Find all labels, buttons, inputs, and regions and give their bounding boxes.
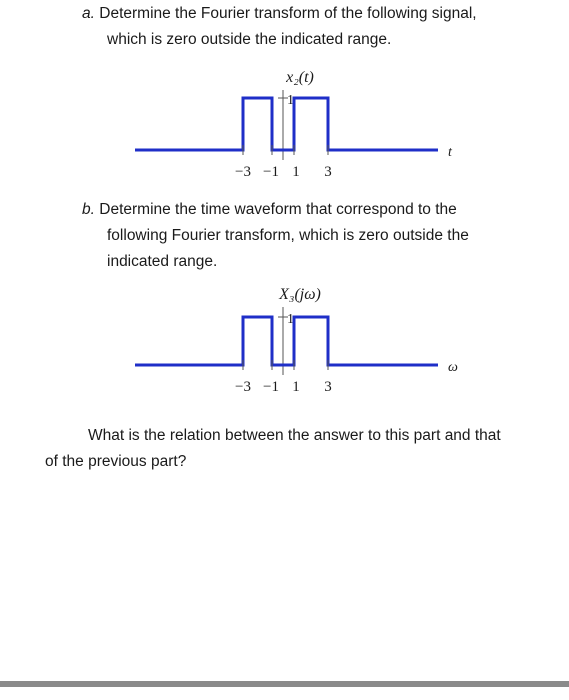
question-text-2: of the previous part? <box>45 453 187 470</box>
part-b-label: b. <box>82 201 95 218</box>
spectrum-plot-x3-svg: X₃(jω) 1 −3 −1 1 3 ω <box>135 286 458 395</box>
plot-x3-ticklabel-3: 3 <box>324 379 332 395</box>
part-a-text-2: which is zero outside the indicated rang… <box>107 31 392 48</box>
plot-x2-waveform <box>135 96 438 152</box>
plot-x2-ticklabel-neg3: −3 <box>235 164 251 180</box>
plot-x3-ticklabel-neg3: −3 <box>235 379 251 395</box>
plot-x2-title: x₂(t) <box>285 69 314 86</box>
plot-x3-title: X₃(jω) <box>278 286 321 303</box>
plot-x2-axis-var: t <box>448 145 453 160</box>
plot-x3-waveform <box>135 315 438 367</box>
part-b-line-1: b. Determine the time waveform that corr… <box>82 200 457 220</box>
bottom-divider <box>0 681 569 687</box>
plot-x3-ticklabel-1: 1 <box>292 379 300 395</box>
question-text-1: What is the relation between the answer … <box>88 427 501 444</box>
part-a-text-1: Determine the Fourier transform of the f… <box>99 5 477 22</box>
signal-plot-x2: x₂(t) 1 −3 −1 1 3 t <box>120 60 460 190</box>
plot-x3-ticklabel-neg1: −1 <box>263 379 279 395</box>
spectrum-plot-x3: X₃(jω) 1 −3 −1 1 3 ω <box>120 275 460 405</box>
part-a-label: a. <box>82 5 95 22</box>
plot-x3-peak-label: 1 <box>287 312 294 327</box>
part-b-text-3: indicated range. <box>107 253 218 270</box>
part-b-text-2: following Fourier transform, which is ze… <box>107 227 469 244</box>
plot-x3-axis-var: ω <box>448 360 458 375</box>
signal-plot-x2-svg: x₂(t) 1 −3 −1 1 3 t <box>135 69 453 180</box>
plot-x2-peak-label: 1 <box>287 93 294 108</box>
part-b-text-1: Determine the time waveform that corresp… <box>99 201 457 218</box>
plot-x2-ticklabel-neg1: −1 <box>263 164 279 180</box>
part-a-line-1: a. Determine the Fourier transform of th… <box>82 4 477 24</box>
plot-x2-ticklabel-1: 1 <box>292 164 300 180</box>
plot-x2-ticklabel-3: 3 <box>324 164 332 180</box>
